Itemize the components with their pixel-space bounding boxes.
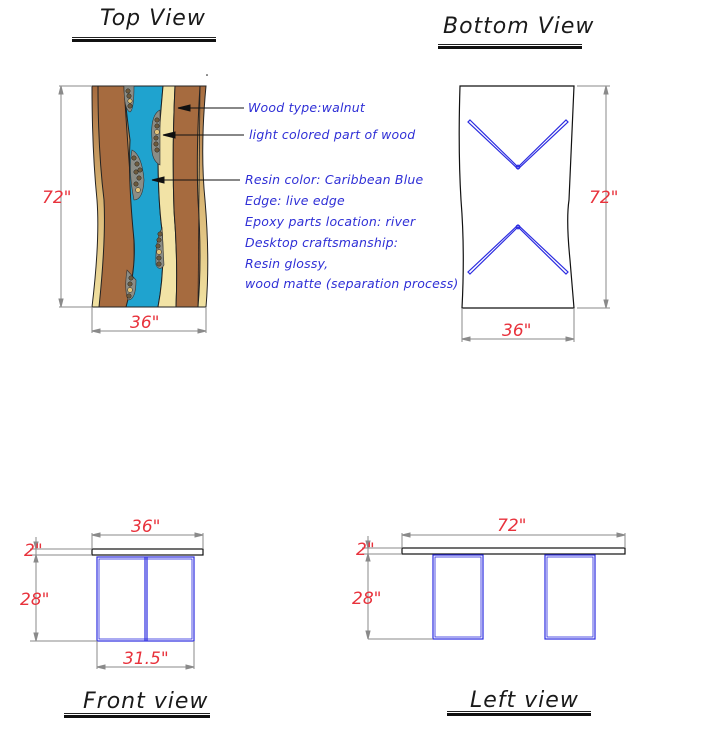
note-light-wood: light colored part of wood: [249, 127, 416, 142]
left-view-title: Left view: [470, 688, 579, 713]
front-view-thickness-label: 2": [24, 541, 43, 561]
note-wood-type: Wood type:walnut: [248, 100, 365, 115]
front-view-top-width-label: 36": [131, 517, 161, 537]
left-view-title-underline: [447, 711, 591, 716]
front-view-legs: [96, 556, 195, 642]
top-view-tabletop: [91, 85, 209, 308]
bottom-view-title: Bottom View: [443, 14, 595, 39]
annotation-leaders: [151, 104, 244, 184]
front-view-dimensions: [30, 532, 204, 670]
front-view-title: Front view: [83, 689, 209, 714]
top-view-title: Top View: [100, 6, 206, 31]
note-craftsmanship: Desktop craftsmanship:: [245, 235, 399, 250]
left-view-dimensions: [362, 532, 626, 640]
left-view-drawing: [401, 547, 626, 640]
top-view-dimensions: [58, 85, 207, 334]
left-view-height-label: 28": [352, 589, 382, 609]
front-view-drawing: [91, 548, 204, 642]
bottom-view-title-underline: [438, 44, 582, 49]
front-view-base-width-label: 31.5": [123, 649, 169, 669]
front-view-height-label: 28": [20, 590, 50, 610]
left-view-legs: [432, 554, 596, 640]
note-epoxy-location: Epoxy parts location: river: [245, 214, 416, 229]
top-view-width-label: 36": [130, 313, 160, 333]
bottom-view-length-label: 72": [589, 188, 619, 208]
front-view-title-underline: [64, 713, 210, 718]
bottom-view-width-label: 36": [502, 321, 532, 341]
note-wood-finish: wood matte (separation process): [245, 276, 459, 291]
note-edge: Edge: live edge: [245, 193, 345, 208]
top-view-title-underline: [72, 37, 216, 42]
bottom-view-leg-brackets: [467, 119, 569, 275]
bottom-view-dimensions: [461, 85, 610, 342]
bottom-view-tabletop: [458, 85, 575, 309]
note-resin-color: Resin color: Caribbean Blue: [245, 172, 424, 187]
top-view-length-label: 72": [42, 188, 72, 208]
left-view-length-label: 72": [497, 516, 527, 536]
note-resin-finish: Resin glossy,: [245, 256, 329, 271]
left-view-thickness-label: 2": [356, 540, 375, 560]
